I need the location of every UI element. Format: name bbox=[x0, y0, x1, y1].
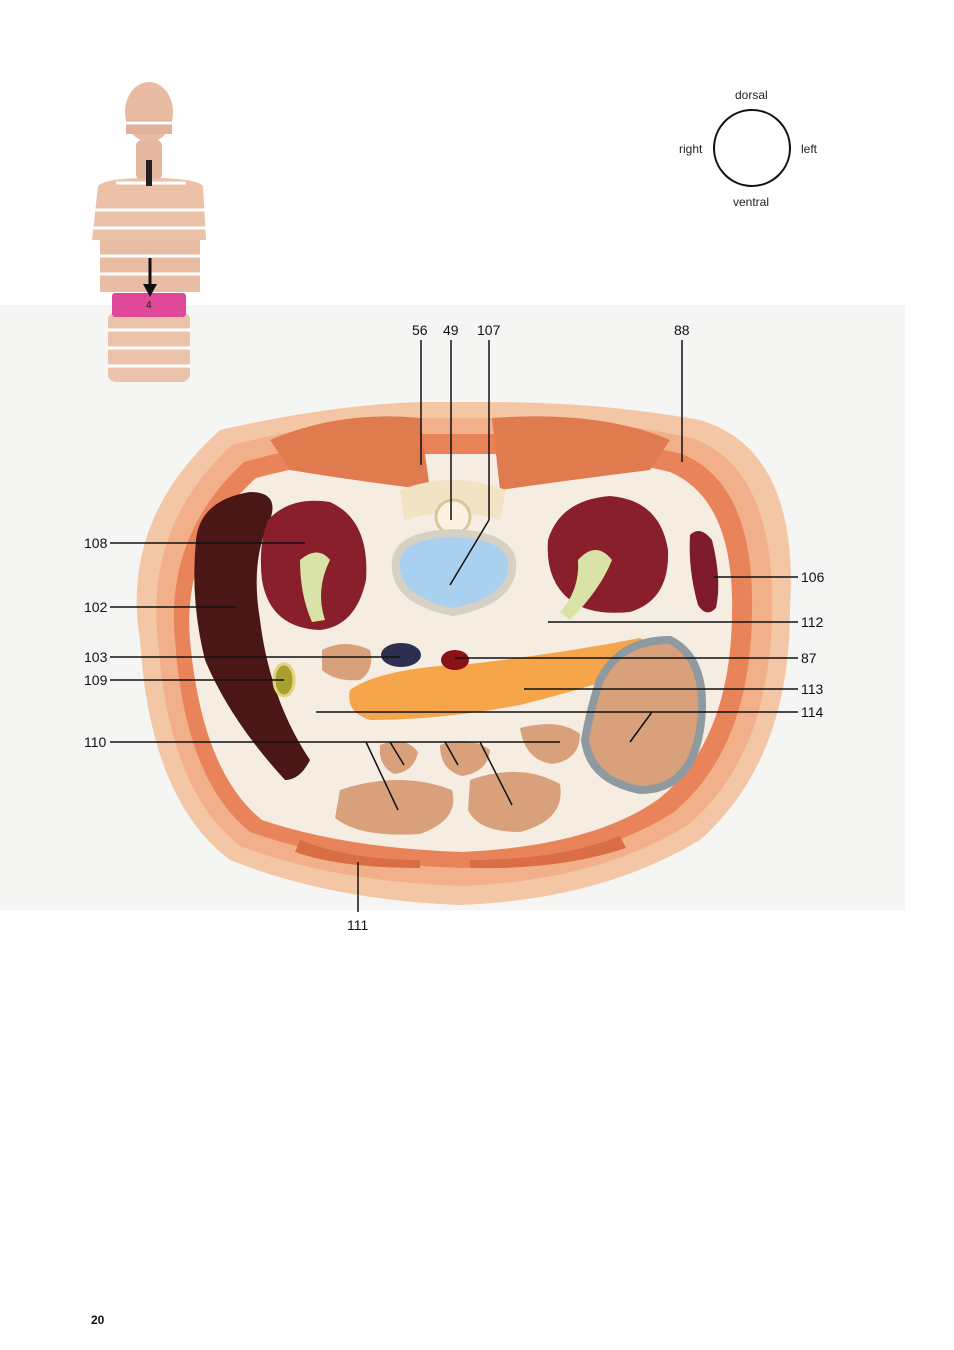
vena-cava bbox=[381, 643, 421, 667]
orientation-circle bbox=[713, 109, 791, 187]
label-114: 114 bbox=[801, 704, 824, 720]
label-56: 56 bbox=[412, 322, 428, 338]
label-113: 113 bbox=[801, 681, 824, 697]
orientation-ventral: ventral bbox=[733, 195, 770, 209]
spinal-cord bbox=[434, 498, 472, 536]
spleen bbox=[689, 531, 719, 613]
leader-110-b bbox=[389, 741, 405, 766]
label-109: 109 bbox=[84, 672, 108, 688]
label-88: 88 bbox=[674, 322, 690, 338]
label-112: 112 bbox=[801, 614, 824, 630]
bowel-loop bbox=[440, 741, 490, 776]
label-87: 87 bbox=[801, 650, 817, 666]
leader-114-diag bbox=[629, 711, 653, 743]
label-49: 49 bbox=[443, 322, 459, 338]
leader-110-c bbox=[444, 741, 459, 766]
highlighted-slice bbox=[112, 293, 186, 317]
label-102: 102 bbox=[84, 599, 108, 615]
aorta bbox=[441, 650, 469, 670]
leader-107-diag bbox=[449, 519, 490, 586]
bowel-loop bbox=[322, 644, 372, 681]
slice-number: 4 bbox=[146, 300, 152, 311]
leader-110-a bbox=[365, 741, 399, 811]
bowel-loop bbox=[335, 780, 454, 835]
orientation-left: left bbox=[801, 142, 818, 156]
orientation-dorsal: dorsal bbox=[735, 88, 768, 102]
vertebral-body bbox=[391, 528, 517, 617]
label-108: 108 bbox=[84, 535, 108, 551]
label-106: 106 bbox=[801, 569, 825, 585]
label-111: 111 bbox=[347, 917, 369, 933]
arrow-head-icon bbox=[143, 284, 157, 297]
leader-lines bbox=[110, 340, 798, 912]
orientation-right: right bbox=[679, 142, 703, 156]
stomach bbox=[580, 635, 706, 795]
label-110: 110 bbox=[84, 734, 107, 750]
left-kidney bbox=[547, 496, 669, 613]
page-number: 20 bbox=[91, 1313, 105, 1327]
torso-model bbox=[92, 82, 206, 382]
label-103: 103 bbox=[84, 649, 108, 665]
bowel-loop bbox=[468, 771, 561, 832]
leader-110-d bbox=[479, 741, 513, 806]
liver bbox=[194, 492, 310, 780]
label-107: 107 bbox=[477, 322, 501, 338]
cross-section bbox=[136, 402, 791, 905]
bowel-loop bbox=[520, 724, 580, 764]
